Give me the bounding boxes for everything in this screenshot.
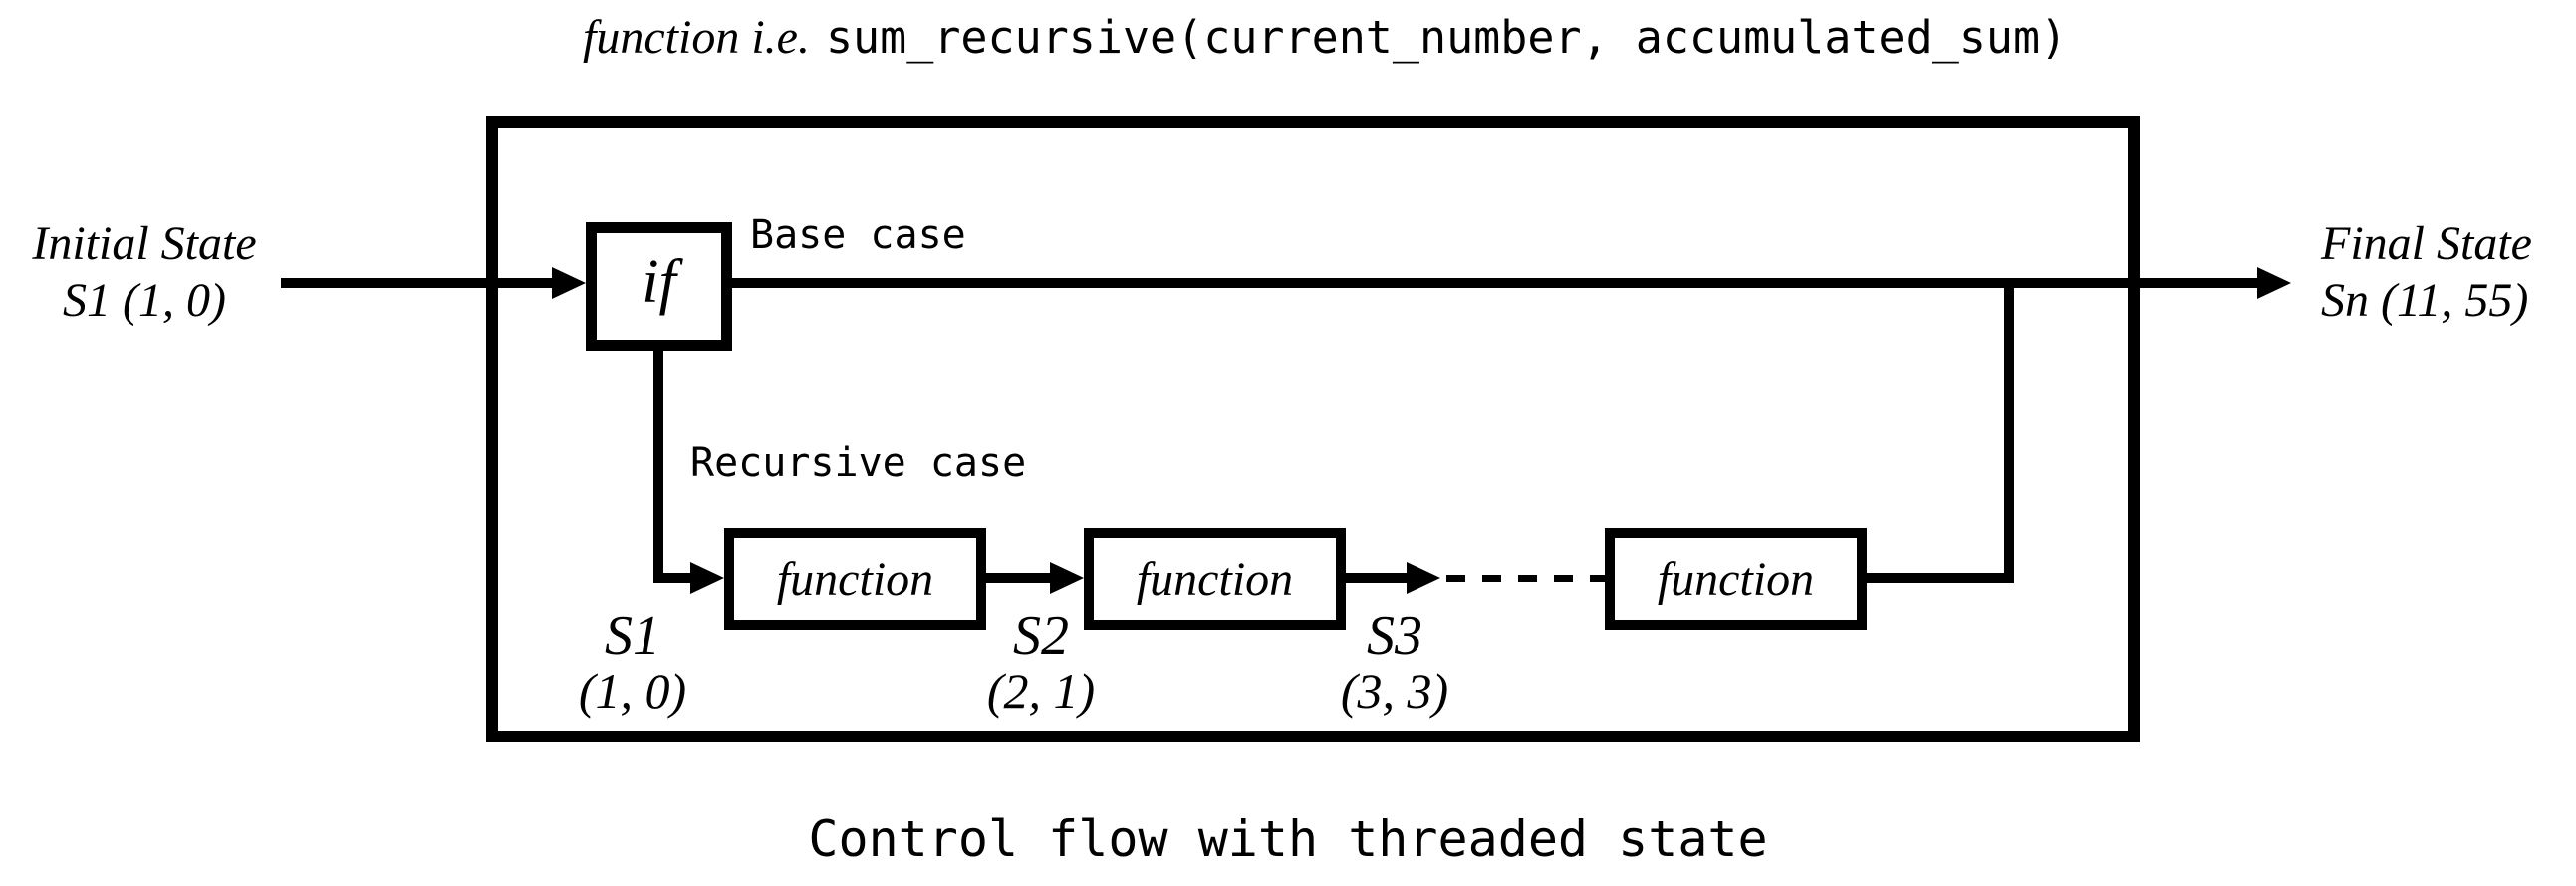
stage-label-s3: S3 <box>1367 605 1422 667</box>
recursive-branch-down-line <box>653 351 663 583</box>
recursion-ellipsis-dashed-line <box>1446 575 1605 582</box>
recursive-case-label: Recursive case <box>690 441 1027 486</box>
stage-state-s2: (2, 1) <box>986 663 1096 719</box>
function2-out-line <box>1346 573 1407 583</box>
function3-out-line <box>1867 573 2014 583</box>
final-state-arrowhead-icon <box>2257 267 2291 299</box>
diagram-title: function i.e. sum_recursive(current_numb… <box>583 10 2067 65</box>
stage-state-s3: (3, 3) <box>1340 663 1449 719</box>
if-box: if <box>586 222 732 351</box>
if-label: if <box>642 248 676 316</box>
final-state-line2: Sn (11, 55) <box>2321 274 2529 327</box>
function2-out-arrowhead-icon <box>1407 562 1440 594</box>
function3-up-connector-line <box>2004 278 2014 583</box>
title-function-signature: sum_recursive(current_number, accumulate… <box>825 11 2068 64</box>
final-state-line1: Final State <box>2321 217 2532 270</box>
stage-label-s2: S2 <box>1013 605 1069 667</box>
stage-state-s1: (1, 0) <box>578 663 687 719</box>
stage-label-s1: S1 <box>605 605 660 667</box>
final-state-label: Final State Sn (11, 55) <box>2321 215 2532 329</box>
function1-to-function2-line <box>986 573 1050 583</box>
function-box-2: function <box>1084 528 1346 630</box>
initial-state-line2: S1 (1, 0) <box>63 274 226 327</box>
title-function-prefix: function i.e. <box>583 11 810 64</box>
function1-in-arrowhead-icon <box>690 562 724 594</box>
diagram-caption: Control flow with threaded state <box>808 810 1768 868</box>
initial-state-line1: Initial State <box>32 217 257 270</box>
function-box-1-label: function <box>776 552 934 606</box>
function-box-1: function <box>724 528 986 630</box>
base-case-label: Base case <box>750 212 966 258</box>
function-box-3: function <box>1605 528 1867 630</box>
function-box-3-label: function <box>1657 552 1815 606</box>
recursive-branch-elbow-line <box>653 573 690 583</box>
initial-arrow-line <box>281 278 552 288</box>
initial-state-label: Initial State S1 (1, 0) <box>5 215 284 329</box>
initial-arrowhead-icon <box>552 267 586 299</box>
function-box-2-label: function <box>1136 552 1294 606</box>
function2-in-arrowhead-icon <box>1050 562 1084 594</box>
base-case-line <box>732 278 2261 288</box>
function-scope-box <box>486 116 2140 742</box>
